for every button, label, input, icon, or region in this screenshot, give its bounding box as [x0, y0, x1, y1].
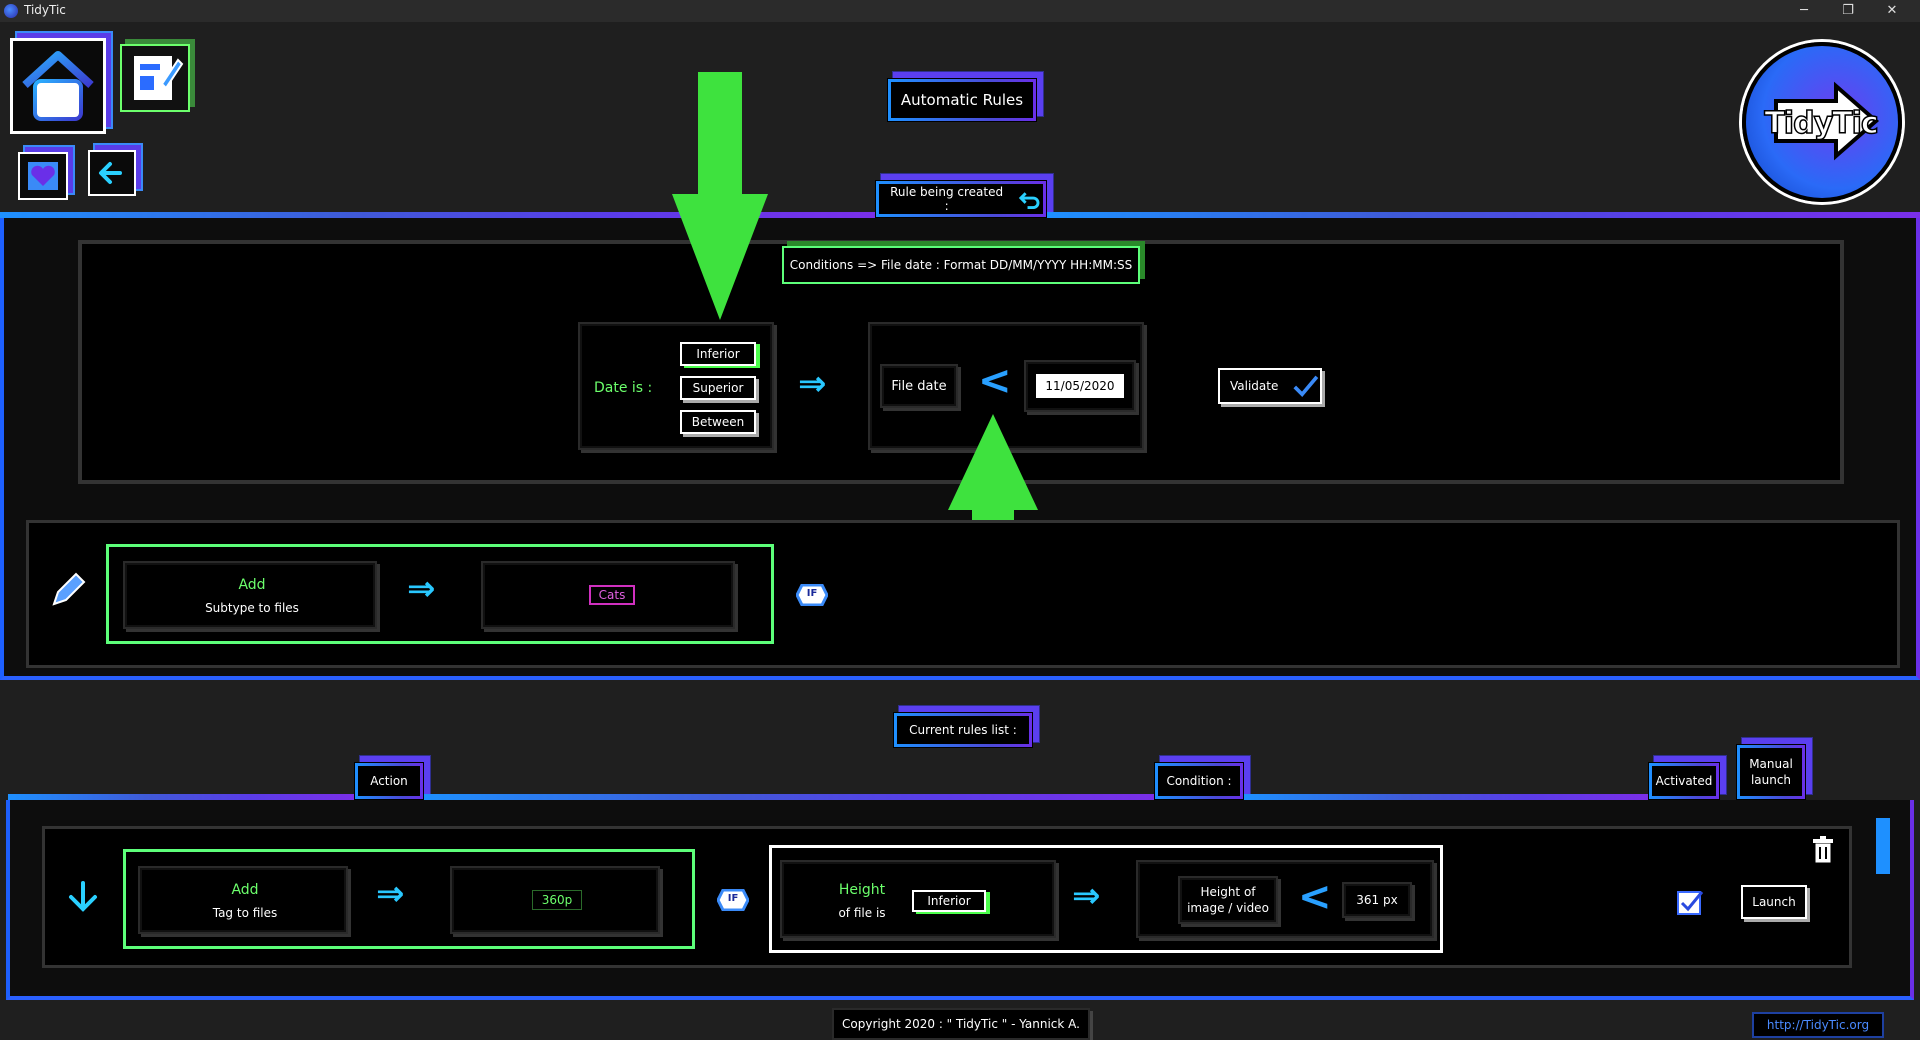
row-condition-field-line1: Height of — [1200, 885, 1256, 899]
action-value-box[interactable]: Cats — [481, 561, 735, 629]
if-badge: IF — [796, 584, 828, 606]
validate-label: Validate — [1230, 379, 1279, 393]
home-icon — [22, 51, 94, 121]
green-arrow-up-icon — [948, 414, 1038, 602]
row-action-frame: Add Tag to files ⇒ 360p — [123, 849, 695, 949]
date-is-label: Date is : — [594, 380, 653, 396]
copyright-box: Copyright 2020 : " TidyTic " - Yannick A… — [832, 1008, 1090, 1040]
reports-button[interactable] — [120, 44, 190, 112]
less-than-icon: < — [978, 358, 1012, 404]
current-rules-tag: Current rules list : — [893, 712, 1033, 748]
logo: TidyTic — [1742, 42, 1902, 202]
column-manual-launch-tag: Manual launch — [1736, 744, 1806, 800]
title-bar: TidyTic ─ ❐ ✕ — [0, 0, 1920, 22]
file-date-box: File date < 11/05/2020 — [868, 322, 1144, 450]
row-condition-frame: Height of file is Inferior ⇒ Height of i… — [769, 845, 1443, 953]
conditions-title: Conditions => File date : Format DD/MM/Y… — [782, 246, 1140, 284]
date-input-frame: 11/05/2020 — [1024, 360, 1136, 412]
page-title: Automatic Rules — [891, 82, 1033, 118]
current-rules-label: Current rules list : — [897, 716, 1029, 744]
if-label: IF — [727, 893, 739, 904]
validate-button[interactable]: Validate — [1218, 368, 1322, 404]
row-condition-field[interactable]: Height of image / video — [1178, 876, 1278, 924]
implies-arrow-icon: ⇒ — [798, 364, 827, 404]
row-condition-operator[interactable]: Inferior — [912, 890, 986, 912]
checkmark-icon — [1293, 375, 1319, 398]
implies-arrow-icon: ⇒ — [376, 874, 405, 914]
back-button[interactable] — [88, 150, 136, 196]
arrow-down-icon[interactable] — [65, 879, 101, 915]
app-icon — [4, 4, 18, 18]
action-type-box[interactable]: Add Subtype to files — [123, 561, 377, 629]
row-condition-title: Height — [838, 882, 886, 898]
date-options-box: Date is : Inferior Superior Between — [578, 322, 774, 450]
row-action-title: Add — [231, 882, 259, 898]
row-action-value-box[interactable]: 360p — [450, 866, 660, 934]
date-input[interactable]: 11/05/2020 — [1036, 374, 1124, 398]
website-link-box[interactable]: http://TidyTic.org — [1752, 1012, 1884, 1038]
row-condition-value[interactable]: 361 px — [1342, 882, 1412, 918]
if-label: IF — [806, 588, 818, 599]
neon-divider — [1244, 794, 1648, 800]
trash-icon[interactable] — [1809, 835, 1837, 865]
green-arrow-down-icon — [672, 72, 768, 320]
option-between-button[interactable]: Between — [680, 410, 756, 434]
website-link[interactable]: http://TidyTic.org — [1766, 1018, 1870, 1032]
column-condition-tag: Condition : — [1154, 762, 1244, 800]
rule-being-created-tag: Rule being created : — [875, 180, 1047, 218]
arrow-left-icon — [99, 162, 122, 184]
scrollbar-thumb[interactable] — [1876, 818, 1890, 874]
column-activated-label: Activated — [1652, 766, 1716, 796]
window-title: TidyTic — [24, 3, 66, 17]
undo-icon[interactable] — [1018, 189, 1043, 209]
action-title: Add — [238, 577, 266, 593]
option-inferior-button[interactable]: Inferior — [680, 342, 756, 366]
action-subtitle: Subtype to files — [205, 601, 299, 615]
close-button[interactable]: ✕ — [1886, 3, 1898, 18]
action-value: Cats — [589, 585, 635, 605]
row-condition-value-box: Height of image / video < 361 px — [1136, 860, 1434, 938]
row-condition-type-box[interactable]: Height of file is Inferior — [780, 860, 1056, 938]
row-action-value: 360p — [532, 890, 582, 910]
home-button[interactable] — [10, 38, 106, 134]
pencil-icon[interactable] — [48, 570, 88, 610]
column-launch-label: launch — [1750, 773, 1792, 787]
restore-button[interactable]: ❐ — [1842, 3, 1854, 18]
if-hexagon-icon — [796, 584, 828, 606]
checkbox-checked-icon[interactable] — [1677, 889, 1705, 915]
launch-button[interactable]: Launch — [1741, 885, 1807, 919]
table-row: Add Tag to files ⇒ 360p IF Height of fil… — [42, 826, 1852, 968]
page-title-tag: Automatic Rules — [887, 78, 1037, 122]
favorites-button[interactable] — [18, 152, 68, 200]
row-condition-subtitle: of file is — [838, 906, 886, 920]
column-activated-tag: Activated — [1648, 762, 1720, 800]
row-action-type-box[interactable]: Add Tag to files — [138, 866, 348, 934]
neon-divider — [424, 794, 1154, 800]
logo-text: TidyTic — [1764, 105, 1880, 142]
if-badge: IF — [717, 889, 749, 911]
option-superior-button[interactable]: Superior — [680, 376, 756, 400]
column-condition-label: Condition : — [1158, 766, 1240, 796]
action-frame: Add Subtype to files ⇒ Cats — [106, 544, 774, 644]
copyright-text: Copyright 2020 : " TidyTic " - Yannick A… — [842, 1017, 1080, 1031]
less-than-icon: < — [1298, 874, 1332, 920]
neon-divider — [1047, 212, 1920, 218]
minimize-button[interactable]: ─ — [1800, 3, 1808, 18]
column-action-tag: Action — [354, 762, 424, 800]
heart-icon — [28, 162, 58, 190]
implies-arrow-icon: ⇒ — [1072, 876, 1101, 916]
implies-arrow-icon: ⇒ — [407, 569, 436, 609]
column-manual-label: Manual — [1749, 757, 1793, 771]
rule-being-created-label: Rule being created : — [890, 185, 1004, 213]
file-date-label: File date — [880, 364, 958, 408]
neon-divider — [8, 794, 354, 800]
column-action-label: Action — [358, 766, 420, 796]
row-condition-field-line2: image / video — [1187, 901, 1269, 915]
logo-arrow-icon — [1774, 81, 1880, 161]
document-edit-icon — [134, 56, 184, 100]
row-action-subtitle: Tag to files — [212, 906, 278, 920]
if-hexagon-icon — [717, 889, 749, 911]
neon-divider — [0, 212, 875, 218]
